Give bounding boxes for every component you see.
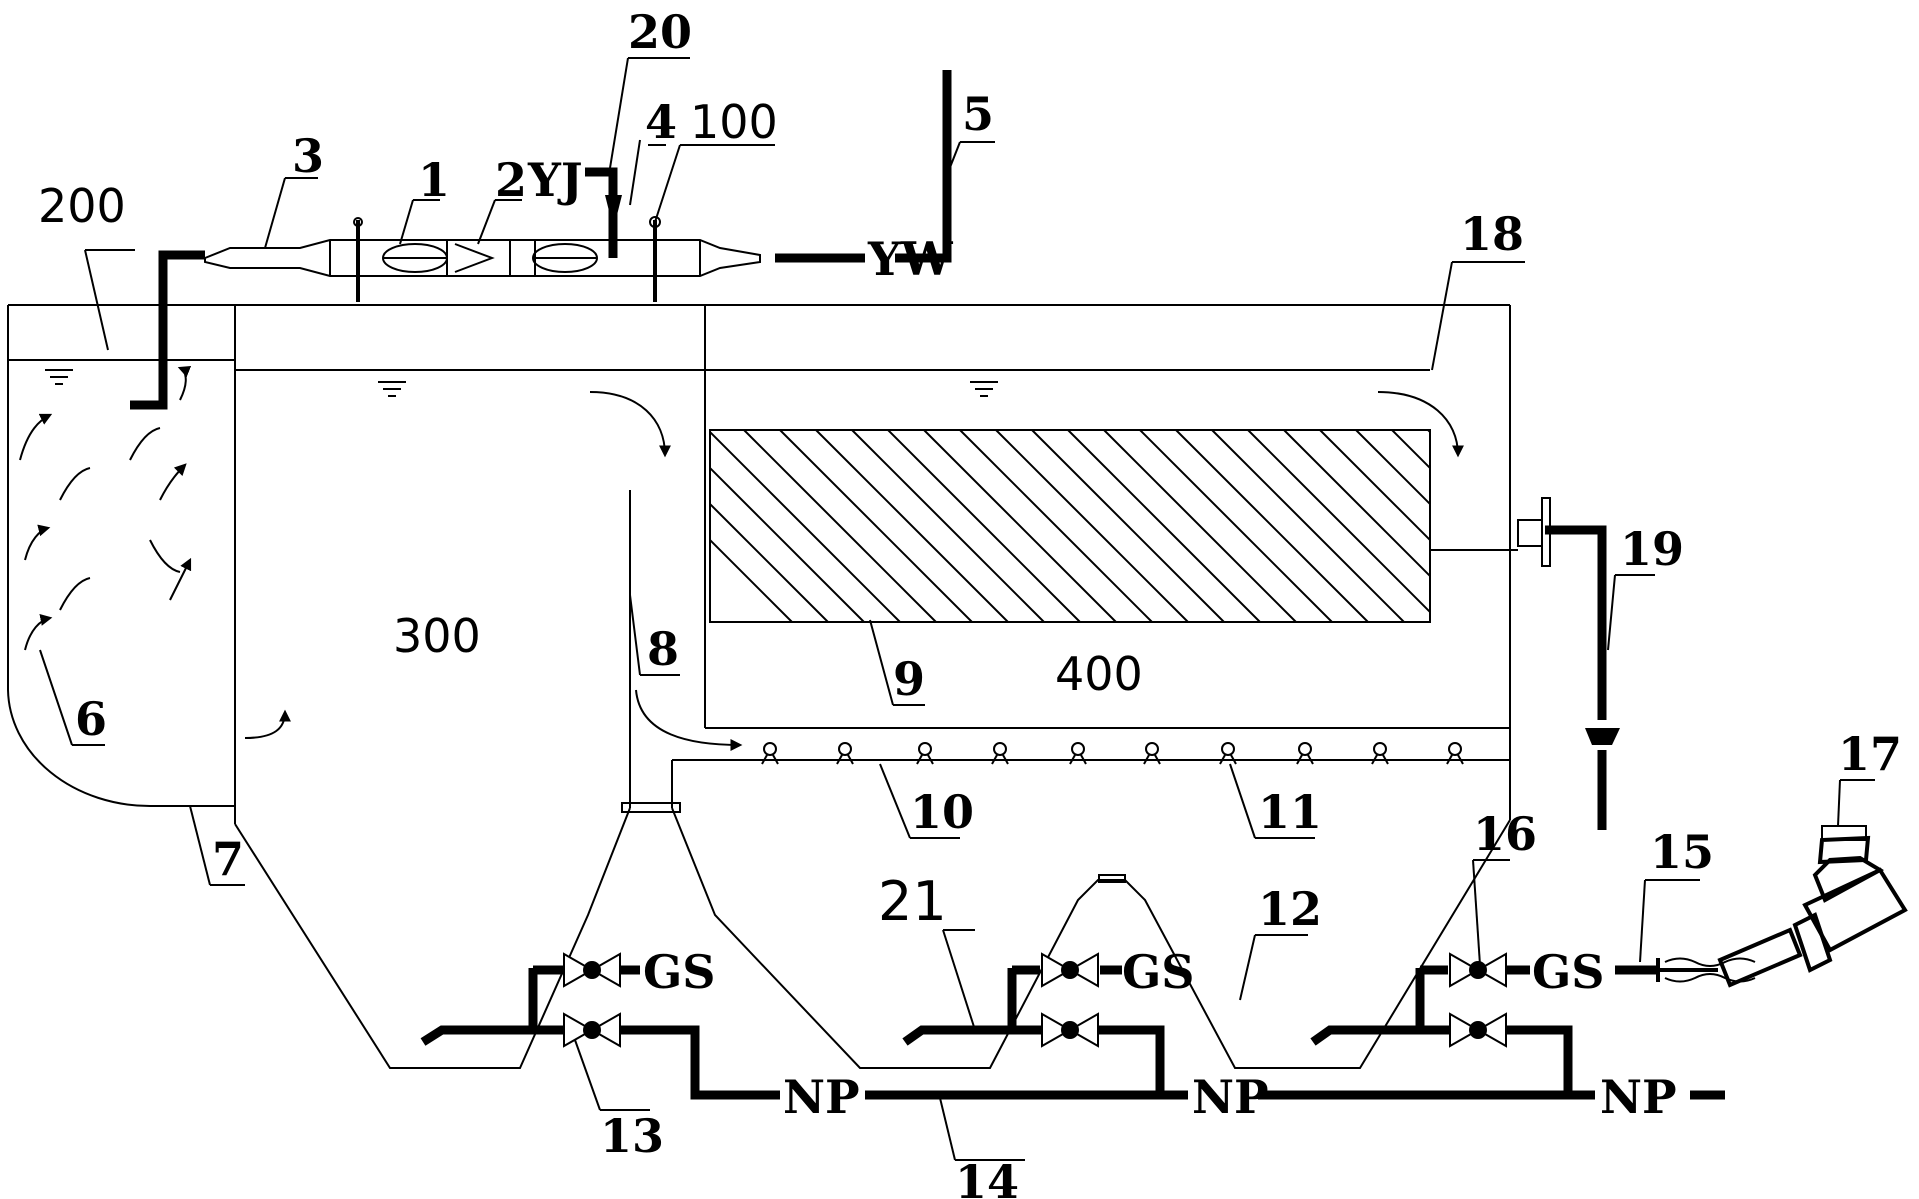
diffuser-9 <box>1371 742 1389 765</box>
diffuser-6 <box>1143 742 1161 765</box>
label-16: 16 <box>1473 807 1537 861</box>
valve-6 <box>1449 1012 1507 1048</box>
label-14: 14 <box>955 1155 1019 1199</box>
code-gs-1: GS <box>643 945 716 999</box>
label-7: 7 <box>212 832 244 886</box>
static-mixer <box>204 139 761 302</box>
code-yw: YW <box>867 232 954 286</box>
label-5: 5 <box>962 87 994 141</box>
flow-arrows <box>19 366 1464 751</box>
label-1: 1 <box>418 153 450 207</box>
pipes <box>130 70 1725 1100</box>
label-400: 400 <box>1055 647 1143 701</box>
label-200: 200 <box>38 179 126 233</box>
valve-2 <box>563 1012 621 1048</box>
label-10: 10 <box>910 785 974 839</box>
diffuser-5 <box>1069 742 1087 765</box>
filter-media <box>709 429 1431 623</box>
label-3: 3 <box>292 129 324 183</box>
label-11: 11 <box>1258 785 1322 839</box>
label-12: 12 <box>1258 882 1322 936</box>
valve-4 <box>1041 1012 1099 1048</box>
label-18: 18 <box>1460 207 1524 261</box>
diffuser-3 <box>916 742 934 765</box>
diffusers <box>761 742 1464 765</box>
code-np-3: NP <box>1600 1070 1677 1124</box>
valve-1 <box>563 952 621 988</box>
label-17: 17 <box>1838 727 1902 781</box>
leader-lines <box>39 57 1875 1161</box>
diffuser-10 <box>1446 742 1464 765</box>
valve-5 <box>1449 952 1507 988</box>
valves <box>563 952 1507 1048</box>
pump <box>1656 825 1908 988</box>
reference-labels: 3 1 2 YJ 20 4 100 5 YW 200 300 400 18 6 … <box>38 5 1902 1199</box>
label-6: 6 <box>75 692 107 746</box>
label-20: 20 <box>628 5 692 59</box>
code-np-2: NP <box>1192 1070 1269 1124</box>
label-13: 13 <box>600 1109 664 1163</box>
label-300: 300 <box>393 609 481 663</box>
label-19: 19 <box>1620 522 1684 576</box>
label-21: 21 <box>878 870 947 933</box>
code-yj: YJ <box>527 153 583 207</box>
label-8: 8 <box>647 622 679 676</box>
diffuser-2 <box>836 742 854 765</box>
diffuser-1 <box>761 742 779 765</box>
label-9: 9 <box>893 652 925 706</box>
water-level-marks <box>45 369 998 397</box>
outlet-flange <box>1430 497 1620 745</box>
label-2: 2 <box>495 153 527 207</box>
code-gs-3: GS <box>1532 945 1605 999</box>
code-gs-2: GS <box>1122 945 1195 999</box>
label-15: 15 <box>1650 825 1714 879</box>
tank-body <box>7 304 1511 1069</box>
diffuser-4 <box>991 742 1009 765</box>
diffuser-8 <box>1296 742 1314 765</box>
label-4: 4 <box>645 95 677 149</box>
valve-3 <box>1041 952 1099 988</box>
code-np-1: NP <box>783 1070 860 1124</box>
diffuser-7 <box>1219 742 1237 765</box>
label-100: 100 <box>690 95 778 149</box>
